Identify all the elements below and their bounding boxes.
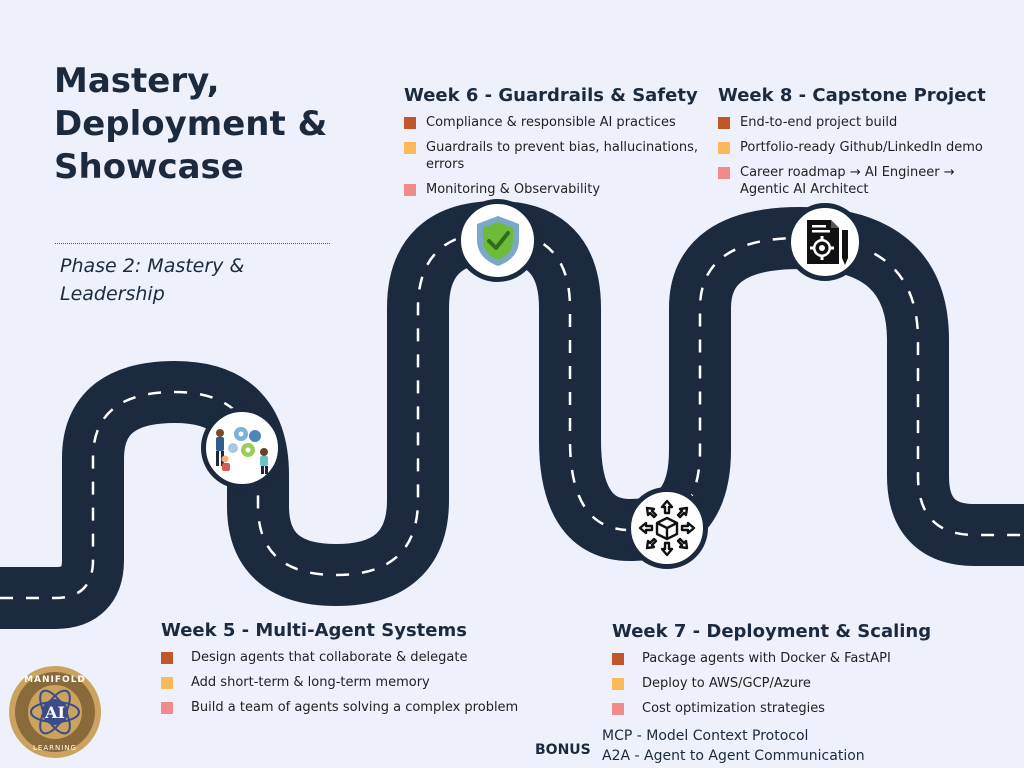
list-item: Monitoring & Observability	[404, 181, 704, 198]
week8-title: Week 8 - Capstone Project	[718, 85, 986, 106]
week6-title: Week 6 - Guardrails & Safety	[404, 85, 698, 106]
document-gear-icon	[786, 203, 864, 281]
title-divider	[55, 243, 330, 244]
week5-section: Week 5 - Multi-Agent Systems Design agen…	[161, 620, 561, 724]
list-item: Design agents that collaborate & delegat…	[161, 649, 561, 666]
list-item: End-to-end project build	[718, 114, 988, 131]
list-item: Build a team of agents solving a complex…	[161, 699, 561, 716]
list-item: Career roadmap → AI Engineer → Agentic A…	[718, 164, 988, 198]
list-item: Compliance & responsible AI practices	[404, 114, 704, 131]
list-item: Add short-term & long-term memory	[161, 674, 561, 691]
bonus-item: MCP - Model Context Protocol	[602, 728, 809, 744]
deploy-box-arrows-icon	[626, 487, 708, 569]
list-item: Package agents with Docker & FastAPI	[612, 650, 992, 667]
list-item: Cost optimization strategies	[612, 700, 992, 717]
team-gears-icon	[201, 407, 283, 489]
list-item: Guardrails to prevent bias, hallucinatio…	[404, 139, 704, 173]
list-item: Portfolio-ready Github/LinkedIn demo	[718, 139, 988, 156]
week5-title: Week 5 - Multi-Agent Systems	[161, 620, 467, 641]
bonus-item: A2A - Agent to Agent Communication	[602, 748, 865, 764]
list-item: Deploy to AWS/GCP/Azure	[612, 675, 992, 692]
svg-text:AI: AI	[44, 703, 65, 722]
svg-text:MANIFOLD: MANIFOLD	[24, 675, 86, 685]
svg-text:LEARNING: LEARNING	[33, 744, 77, 752]
phase-subtitle: Phase 2: Mastery & Leadership	[60, 255, 245, 305]
week7-section: Week 7 - Deployment & Scaling Package ag…	[612, 621, 992, 725]
week6-section: Week 6 - Guardrails & Safety Compliance …	[404, 85, 704, 206]
bonus-label: BONUS	[535, 742, 591, 758]
week8-section: Week 8 - Capstone Project End-to-end pro…	[718, 85, 988, 206]
page-title: Mastery, Deployment & Showcase	[54, 61, 328, 187]
manifold-ai-logo: AI MANIFOLD LEARNING	[7, 664, 103, 760]
bonus-list: MCP - Model Context Protocol A2A - Agent…	[602, 726, 865, 766]
shield-check-icon	[456, 199, 539, 282]
week7-title: Week 7 - Deployment & Scaling	[612, 621, 932, 642]
